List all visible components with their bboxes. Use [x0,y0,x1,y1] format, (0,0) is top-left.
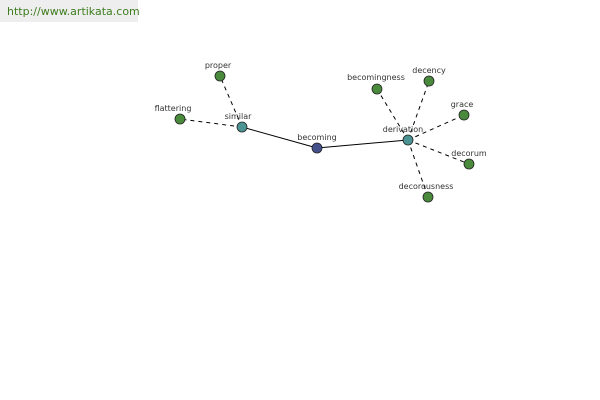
node-label-proper[interactable]: proper [205,61,232,70]
node-dot-becoming[interactable] [311,142,323,154]
node-label-similar[interactable]: similar [225,112,253,121]
node-label-decorousness[interactable]: decorousness [399,182,454,191]
edge-derivation-decorum [407,139,470,165]
node-label-derivation[interactable]: derivation [383,125,423,134]
node-label-becoming[interactable]: becoming [297,133,336,142]
site-url-banner[interactable]: http://www.artikata.com [0,0,140,22]
site-url-link[interactable]: http://www.artikata.com [7,5,140,18]
node-becoming[interactable]: becoming [297,133,337,154]
node-dot-decency[interactable] [423,75,435,87]
node-dot-flattering[interactable] [174,113,186,125]
node-similar[interactable]: similar [225,112,253,133]
node-decorum[interactable]: decorum [451,149,487,170]
node-proper[interactable]: proper [205,61,232,82]
graph-edges [179,75,470,198]
edge-derivation-grace [407,114,465,141]
node-dot-proper[interactable] [214,70,226,82]
node-dot-becomingness[interactable] [371,83,383,95]
node-dot-decorousness[interactable] [422,191,434,203]
node-dot-grace[interactable] [458,109,470,121]
node-derivation[interactable]: derivation [383,125,423,146]
graph-nodes: becoming similar derivation proper flatterin… [155,61,487,203]
edge-derivation-becomingness [376,88,409,141]
node-dot-similar[interactable] [236,121,248,133]
edge-similar-flattering [179,118,243,128]
node-flattering[interactable]: flattering [155,104,192,125]
node-label-decency[interactable]: decency [412,66,446,75]
node-dot-decorum[interactable] [463,158,475,170]
node-decency[interactable]: decency [412,66,446,87]
edge-derivation-decency [407,80,430,141]
node-becomingness[interactable]: becomingness [347,73,405,95]
node-label-becomingness[interactable]: becomingness [347,73,405,82]
node-dot-derivation[interactable] [402,134,414,146]
edge-similar-proper [219,75,243,128]
node-decorousness[interactable]: decorousness [399,182,454,203]
node-label-decorum[interactable]: decorum [451,149,487,158]
edge-becoming-similar [241,126,318,149]
node-grace[interactable]: grace [451,100,474,121]
node-label-flattering[interactable]: flattering [155,104,192,113]
node-label-grace[interactable]: grace [451,100,474,109]
edge-becoming-derivation [316,139,409,149]
edge-derivation-decorousness [407,139,429,198]
